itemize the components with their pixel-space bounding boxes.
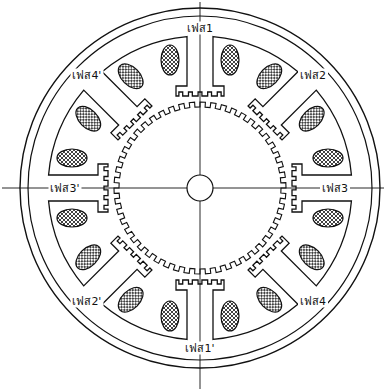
phase-label: เฟส2'	[70, 295, 103, 308]
phase-label: เฟส2	[298, 68, 328, 81]
coil-winding	[252, 59, 286, 93]
coil-winding	[71, 102, 105, 136]
phase-label: เฟส1	[185, 22, 215, 35]
phase-label: เฟส4'	[70, 68, 103, 81]
coil-winding	[71, 240, 105, 274]
coil-winding	[221, 45, 239, 75]
coil-winding	[313, 149, 343, 167]
coil-winding	[252, 283, 286, 317]
phase-label: เฟส1'	[183, 342, 216, 355]
phase-label: เฟส3'	[48, 182, 81, 195]
coil-winding	[221, 301, 239, 331]
coil-winding	[114, 59, 148, 93]
phase-label: เฟส3	[320, 182, 350, 195]
coil-winding	[57, 209, 87, 227]
phase-label: เฟส4	[298, 295, 328, 308]
coil-winding	[161, 301, 179, 331]
shaft	[187, 175, 213, 201]
coil-winding	[295, 240, 329, 274]
coil-winding	[295, 102, 329, 136]
coil-winding	[161, 45, 179, 75]
coil-winding	[114, 283, 148, 317]
coil-winding	[313, 209, 343, 227]
coil-winding	[57, 149, 87, 167]
